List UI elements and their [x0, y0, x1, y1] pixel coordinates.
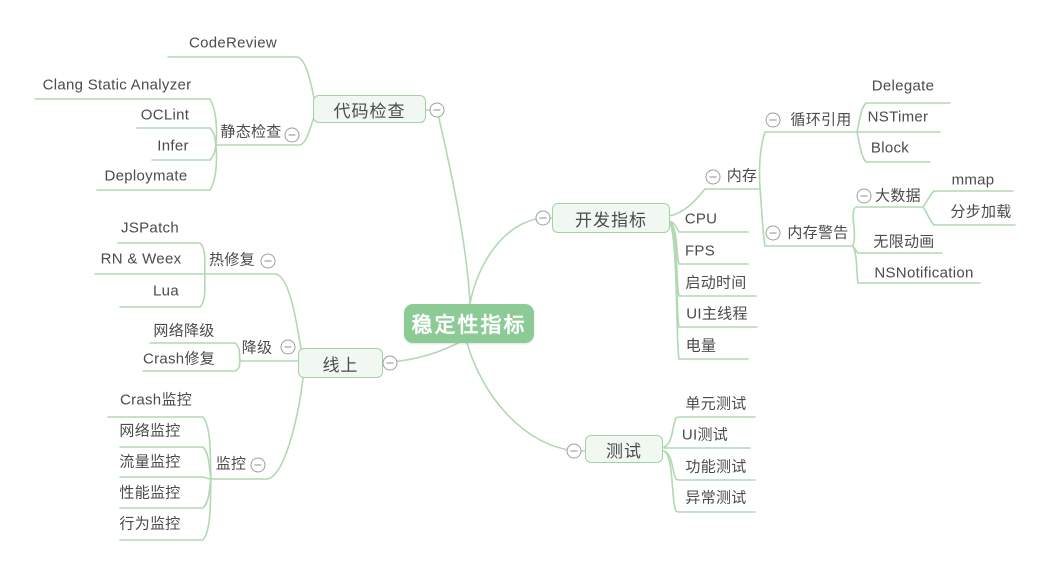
topic-online[interactable]: 线上: [298, 348, 383, 378]
topic-rn-weex[interactable]: RN & Weex: [100, 250, 182, 268]
topic-launch-time[interactable]: 启动时间: [685, 274, 747, 292]
topic-code-check[interactable]: 代码检查: [313, 95, 426, 123]
collapse-icon-memory[interactable]: [705, 169, 721, 185]
collapse-icon-hotfix[interactable]: [260, 253, 276, 269]
collapse-icon-big-data[interactable]: [856, 188, 872, 204]
collapse-icon-monitoring[interactable]: [250, 457, 266, 473]
topic-block[interactable]: Block: [870, 139, 910, 157]
topic-memory-warning[interactable]: 内存警告: [787, 224, 849, 242]
topic-monitoring[interactable]: 监控: [215, 455, 247, 473]
topic-cpu[interactable]: CPU: [684, 210, 718, 228]
topic-memory[interactable]: 内存: [726, 167, 758, 185]
topic-deploymate[interactable]: Deploymate: [104, 167, 188, 185]
topic-oclint[interactable]: OCLint: [140, 106, 190, 124]
topic-crash-monitor[interactable]: Crash监控: [119, 391, 193, 409]
topic-big-data[interactable]: 大数据: [875, 187, 921, 205]
topic-downgrade[interactable]: 降级: [241, 339, 273, 357]
topic-nsnotification[interactable]: NSNotification: [874, 264, 974, 282]
root-topic[interactable]: 稳定性指标: [404, 304, 534, 343]
collapse-icon-online[interactable]: [382, 355, 398, 371]
topic-behavior-monitor[interactable]: 行为监控: [119, 515, 181, 533]
topic-testing[interactable]: 测试: [585, 435, 663, 463]
topic-delegate[interactable]: Delegate: [871, 77, 935, 95]
topic-performance-monitor[interactable]: 性能监控: [119, 484, 181, 502]
topic-retain-cycle[interactable]: 循环引用: [790, 111, 852, 129]
topic-jspatch[interactable]: JSPatch: [121, 219, 179, 237]
topic-lua[interactable]: Lua: [153, 282, 179, 300]
topic-unit-test[interactable]: 单元测试: [685, 395, 747, 413]
topic-traffic-monitor[interactable]: 流量监控: [119, 453, 181, 471]
collapse-icon-memory-warning[interactable]: [765, 225, 781, 241]
topic-dev-metrics[interactable]: 开发指标: [552, 203, 670, 233]
collapse-icon-static-check[interactable]: [284, 127, 300, 143]
topic-fps[interactable]: FPS: [684, 242, 716, 260]
topic-infer[interactable]: Infer: [157, 137, 189, 155]
collapse-icon-dev-metrics[interactable]: [535, 210, 551, 226]
topic-nstimer[interactable]: NSTimer: [867, 108, 929, 126]
topic-network-monitor[interactable]: 网络监控: [119, 422, 181, 440]
topic-codereview[interactable]: CodeReview: [188, 34, 278, 52]
collapse-icon-code-check[interactable]: [429, 102, 445, 118]
topic-static-check[interactable]: 静态检查: [220, 123, 282, 141]
topic-exception-test[interactable]: 异常测试: [685, 489, 747, 507]
topic-infinite-animation[interactable]: 无限动画: [873, 233, 935, 251]
topic-hotfix[interactable]: 热修复: [209, 251, 255, 269]
topic-network-downgrade[interactable]: 网络降级: [153, 322, 215, 340]
collapse-icon-testing[interactable]: [566, 443, 582, 459]
topic-clang-static-analyzer[interactable]: Clang Static Analyzer: [42, 76, 192, 94]
topic-crash-fix[interactable]: Crash修复: [142, 350, 216, 368]
topic-function-test[interactable]: 功能测试: [685, 458, 747, 476]
topic-step-loading[interactable]: 分步加载: [950, 203, 1012, 221]
topic-mmap[interactable]: mmap: [951, 171, 995, 189]
collapse-icon-retain-cycle[interactable]: [765, 112, 781, 128]
topic-ui-test[interactable]: UI测试: [681, 426, 729, 444]
collapse-icon-downgrade[interactable]: [280, 339, 296, 355]
topic-battery[interactable]: 电量: [685, 337, 717, 355]
topic-ui-main-thread[interactable]: UI主线程: [686, 305, 748, 323]
